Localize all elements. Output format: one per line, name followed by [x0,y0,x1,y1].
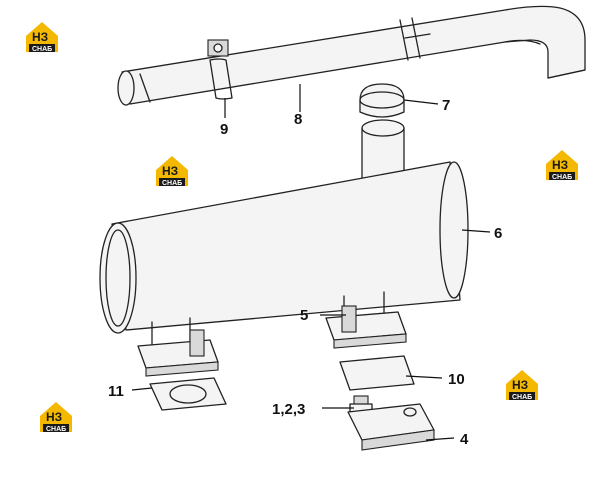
muffler-body [99,119,469,347]
callout-10: 10 [448,371,465,388]
callout-6: 6 [494,225,502,242]
svg-text:СНАБ: СНАБ [46,426,66,433]
svg-text:НЗ: НЗ [32,30,48,44]
svg-text:СНАБ: СНАБ [552,174,572,181]
callout-11: 11 [108,383,124,400]
svg-text:НЗ: НЗ [512,378,528,392]
callout-1-2-3: 1,2,3 [272,401,305,418]
gasket-right [339,355,415,391]
muffler-right-flange [325,305,407,349]
svg-text:СНАБ: СНАБ [162,180,182,187]
svg-text:НЗ: НЗ [46,410,62,424]
pipe-clamp [207,39,233,100]
svg-text:НЗ: НЗ [552,158,568,172]
adapter-plate [347,403,435,451]
watermark-logo: НЗ СНАБ [546,150,578,181]
svg-text:СНАБ: СНАБ [32,46,52,53]
gasket-left [149,377,227,411]
watermark-logo: НЗ СНАБ [156,156,188,187]
callout-5: 5 [300,307,308,324]
watermark-logo: НЗ СНАБ [506,370,538,401]
callout-7: 7 [442,97,450,114]
watermark-logo: НЗ СНАБ [26,22,58,53]
callout-9: 9 [220,121,228,138]
exhaust-pipe [117,5,586,106]
rain-cap [359,83,405,118]
svg-text:СНАБ: СНАБ [512,394,532,401]
callout-4: 4 [460,431,469,448]
watermark-logo: НЗ СНАБ [40,402,72,433]
muffler-left-flange [137,329,219,377]
leader-lines [131,84,491,441]
callout-8: 8 [294,111,302,128]
svg-text:НЗ: НЗ [162,164,178,178]
